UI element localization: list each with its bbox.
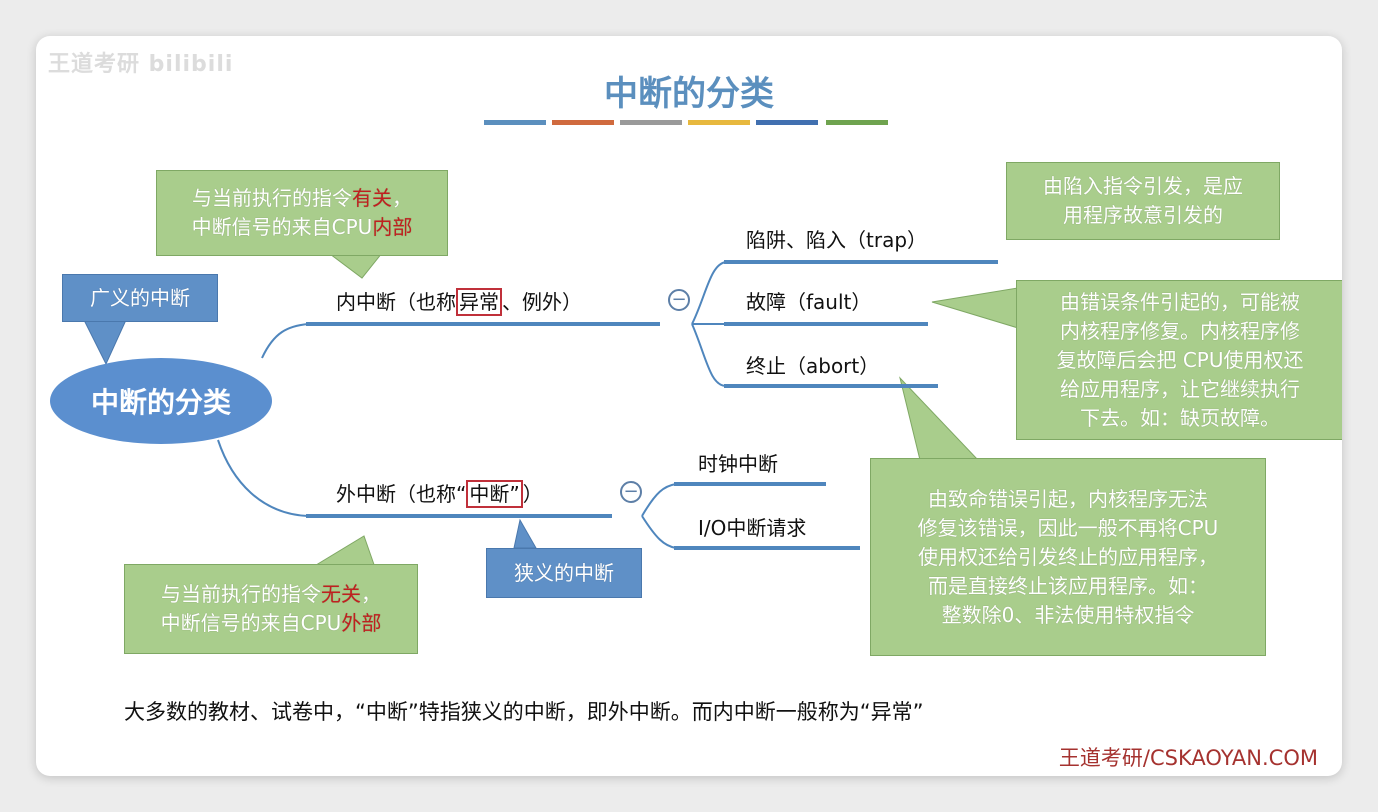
- external-collapse-icon[interactable]: −: [620, 481, 642, 503]
- branch-root-external: [217, 439, 309, 517]
- slide: 王道考研 bilibili 中断的分类 中断的分类: [36, 36, 1342, 776]
- internal-interrupt-node: 内中断（也称异常、例外）: [336, 288, 582, 316]
- narrow-interrupt-callout: 狭义的中断: [486, 548, 642, 598]
- branch-root-internal: [261, 323, 309, 359]
- external-interrupt-node: 外中断（也称“中断”）: [336, 480, 543, 508]
- interrupt-highlight: 中断”: [466, 480, 523, 508]
- footer-brand: 王道考研/CSKAOYAN.COM: [1058, 746, 1318, 770]
- internal-node-underline: [306, 322, 660, 326]
- branch-ext-clock: [641, 483, 677, 517]
- branch-ext-io: [641, 515, 677, 549]
- title-color-bar-4: [688, 120, 750, 125]
- title-color-bar-5: [756, 120, 818, 125]
- trap-desc-callout: 由陷入指令引发，是应 用程序故意引发的: [1006, 162, 1280, 240]
- page-title: 中断的分类: [604, 74, 774, 114]
- pointer-narrow: [513, 518, 537, 549]
- internal-collapse-icon[interactable]: −: [668, 289, 690, 311]
- io-underline: [674, 546, 860, 550]
- pointer-abort: [899, 376, 980, 461]
- abort-desc-callout: 由致命错误引起，内核程序无法 修复该错误，因此一般不再将CPU 使用权还给引发终…: [870, 458, 1266, 656]
- pointer-fault: [931, 287, 1019, 329]
- branch-int-trap: [691, 261, 727, 325]
- pointer-broad: [83, 319, 127, 366]
- io-interrupt-node: I/O中断请求: [698, 516, 807, 540]
- fault-desc-callout: 由错误条件引起的，可能被 内核程序修复。内核程序修 复故障后会把 CPU使用权还…: [1016, 280, 1342, 440]
- abort-node: 终止（abort）: [746, 354, 880, 378]
- trap-underline: [724, 260, 998, 264]
- trap-node: 陷阱、陷入（trap）: [746, 228, 928, 252]
- external-node-underline: [306, 514, 612, 518]
- fault-node: 故障（fault）: [746, 290, 872, 314]
- root-node: 中断的分类: [50, 358, 272, 444]
- broad-interrupt-callout: 广义的中断: [62, 274, 218, 322]
- clock-underline: [674, 482, 826, 486]
- branch-int-abort: [691, 323, 727, 387]
- abort-underline: [724, 384, 938, 388]
- external-callout: 与当前执行的指令无关， 中断信号的来自CPU外部: [124, 564, 418, 654]
- watermark: 王道考研 bilibili: [48, 52, 234, 77]
- title-color-bar-6: [826, 120, 888, 125]
- fault-underline: [724, 322, 928, 326]
- summary-note: 大多数的教材、试卷中，“中断”特指狭义的中断，即外中断。而内中断一般称为“异常”: [124, 700, 924, 724]
- clock-interrupt-node: 时钟中断: [698, 452, 778, 476]
- title-color-bar-1: [484, 120, 546, 125]
- title-color-bar-2: [552, 120, 614, 125]
- title-color-bar-3: [620, 120, 682, 125]
- internal-callout: 与当前执行的指令有关， 中断信号的来自CPU内部: [156, 170, 448, 256]
- exception-highlight: 异常: [456, 288, 502, 316]
